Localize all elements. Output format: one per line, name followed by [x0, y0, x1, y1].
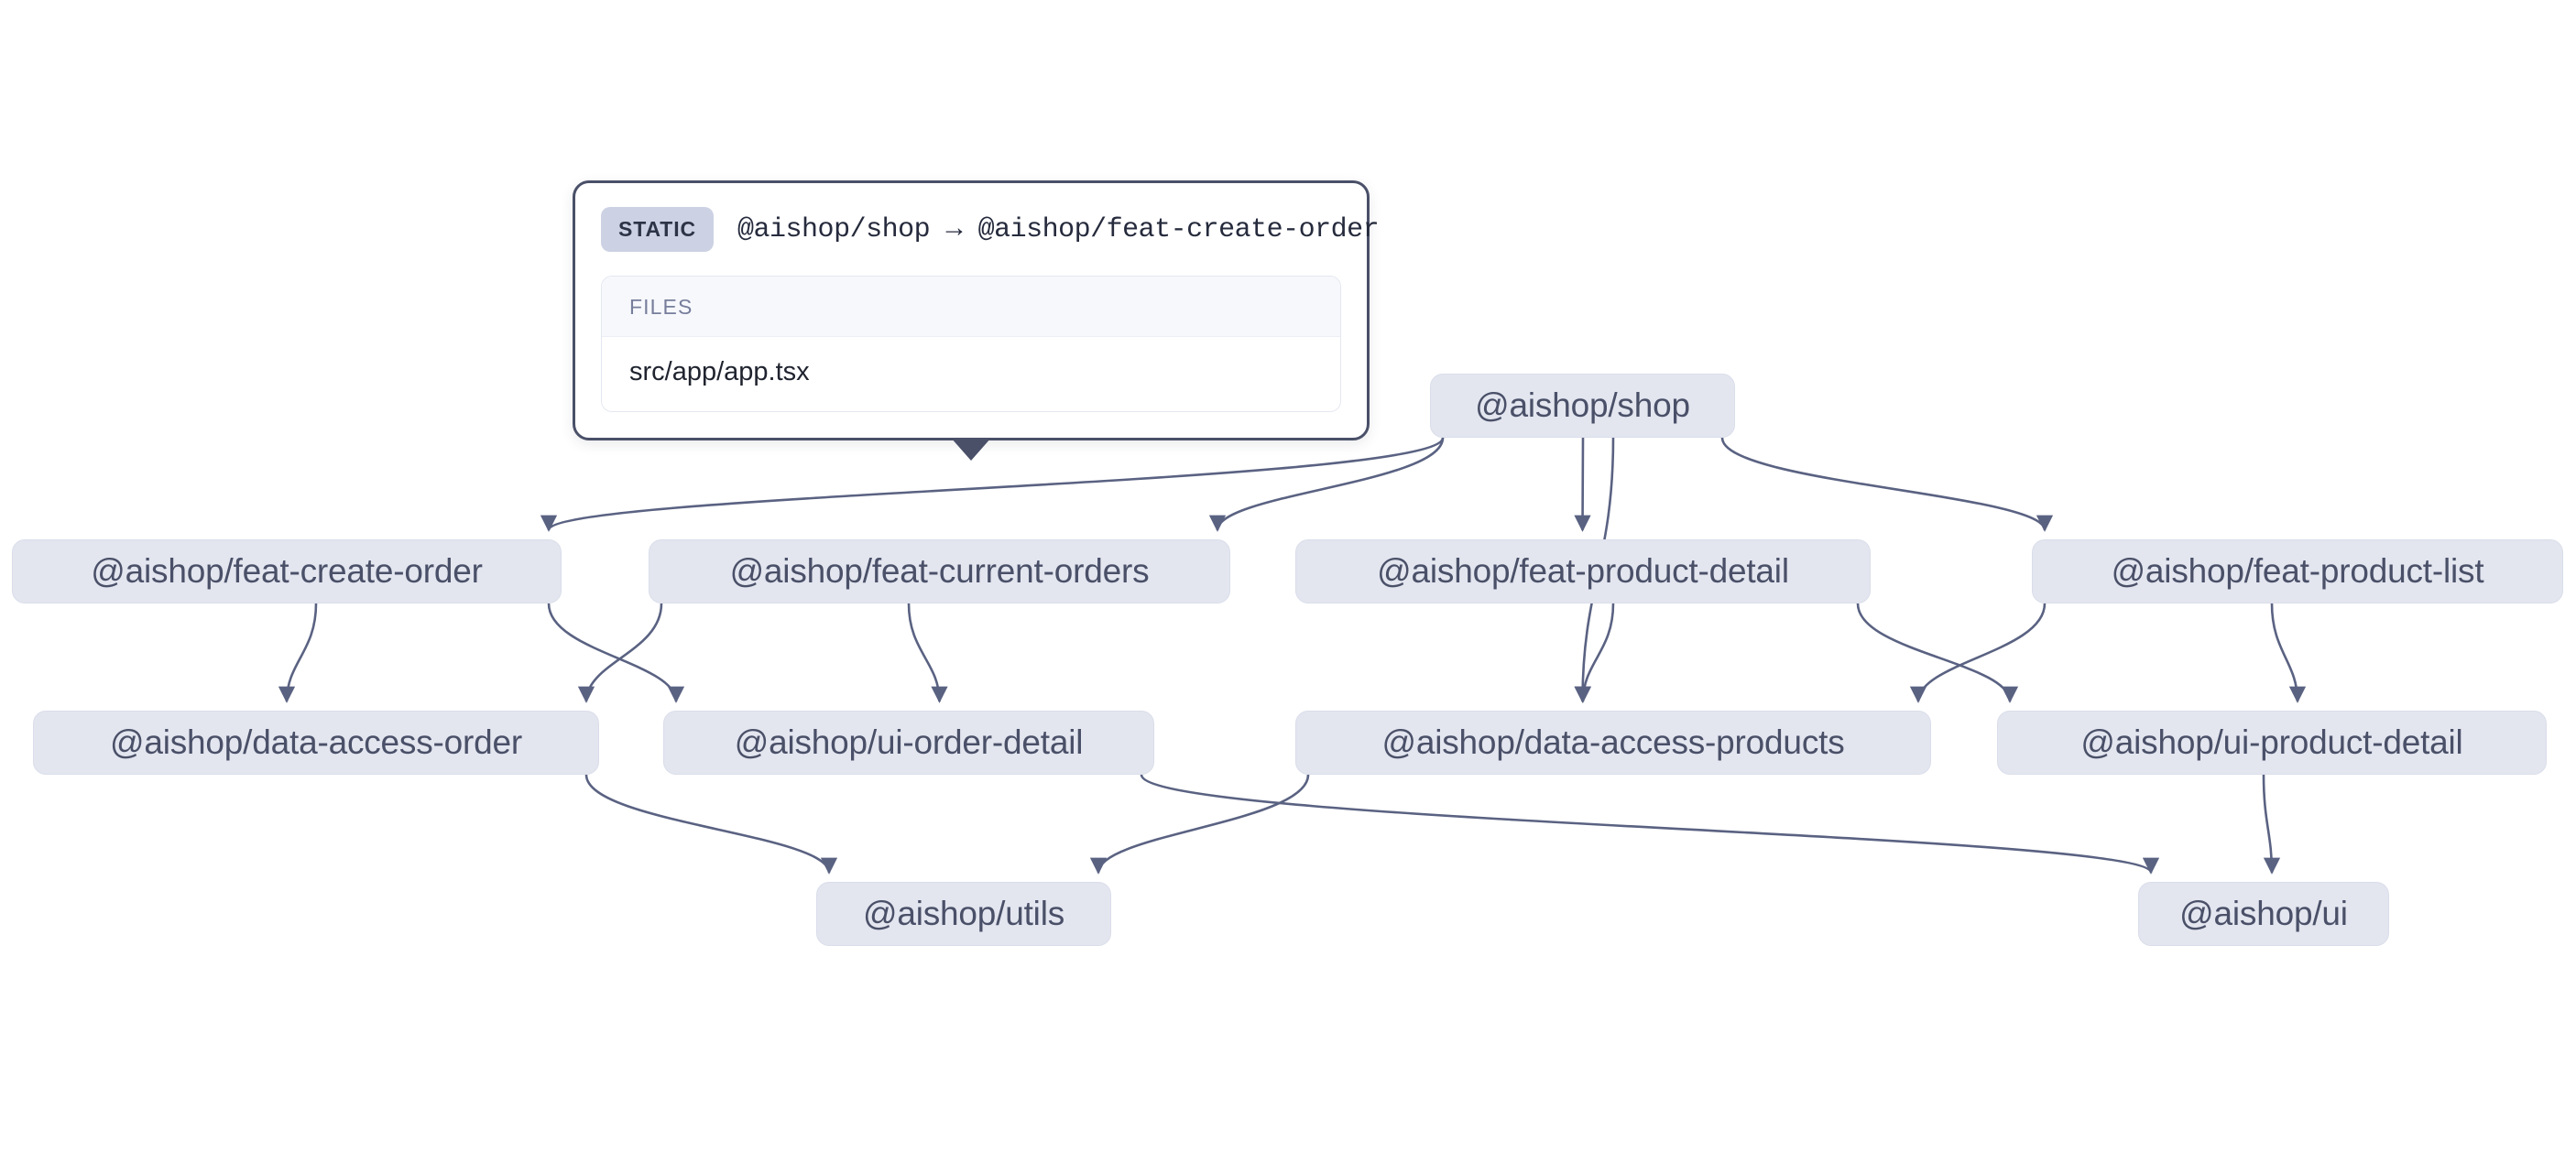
edge-detail-tooltip[interactable]: STATIC @aishop/shop → @aishop/feat-creat…	[573, 180, 1380, 461]
graph-node-label: @aishop/ui-product-detail	[2080, 723, 2463, 761]
graph-edge-feat-product-detail-to-data-access-products[interactable]	[1574, 603, 1615, 703]
graph-edge-data-access-order-to-utils[interactable]	[584, 774, 837, 875]
graph-node-feat-create-order[interactable]: @aishop/feat-create-order	[12, 539, 562, 603]
files-header-label: FILES	[602, 277, 1340, 337]
file-row[interactable]: src/app/app.tsx	[602, 337, 1340, 411]
graph-edge-shop-to-feat-product-list[interactable]	[1720, 437, 2053, 532]
graph-node-label: @aishop/ui	[2179, 895, 2348, 932]
tooltip-title: @aishop/shop → @aishop/feat-create-order	[737, 213, 1380, 245]
graph-node-shop[interactable]: @aishop/shop	[1430, 374, 1735, 438]
graph-edge-feat-product-list-to-data-access-products[interactable]	[1909, 603, 2047, 703]
graph-edge-feat-create-order-to-data-access-order[interactable]	[278, 603, 318, 703]
graph-node-label: @aishop/feat-create-order	[91, 552, 483, 590]
graph-node-label: @aishop/feat-product-list	[2111, 552, 2484, 590]
graph-node-label: @aishop/data-access-products	[1381, 723, 1845, 761]
graph-node-feat-product-list[interactable]: @aishop/feat-product-list	[2032, 539, 2563, 603]
graph-edge-feat-current-orders-to-data-access-order[interactable]	[577, 603, 663, 703]
graph-node-ui[interactable]: @aishop/ui	[2138, 882, 2389, 946]
graph-edge-shop-to-feat-current-orders[interactable]	[1209, 437, 1445, 532]
graph-edge-feat-current-orders-to-ui-order-detail[interactable]	[907, 603, 948, 703]
graph-node-label: @aishop/utils	[862, 895, 1065, 932]
tooltip-header: STATIC @aishop/shop → @aishop/feat-creat…	[601, 207, 1380, 276]
files-list: src/app/app.tsx	[602, 337, 1340, 411]
graph-node-label: @aishop/feat-current-orders	[729, 552, 1150, 590]
files-panel: FILES src/app/app.tsx	[601, 276, 1341, 412]
tooltip-pointer-icon	[951, 438, 991, 461]
graph-node-feat-product-detail[interactable]: @aishop/feat-product-detail	[1295, 539, 1871, 603]
static-badge: STATIC	[601, 207, 715, 252]
graph-node-label: @aishop/data-access-order	[109, 723, 523, 761]
graph-edge-feat-create-order-to-ui-order-detail[interactable]	[547, 603, 685, 703]
graph-edge-feat-product-detail-to-ui-product-detail[interactable]	[1856, 603, 2019, 703]
graph-edge-ui-product-detail-to-ui[interactable]	[2262, 774, 2281, 875]
graph-edge-ui-order-detail-to-ui[interactable]	[1140, 774, 2159, 875]
graph-node-data-access-order[interactable]: @aishop/data-access-order	[33, 711, 599, 775]
graph-edge-shop-to-feat-create-order[interactable]	[540, 437, 1445, 532]
graph-node-label: @aishop/ui-order-detail	[734, 723, 1084, 761]
graph-edge-data-access-products-to-utils[interactable]	[1089, 774, 1310, 875]
graph-node-label: @aishop/shop	[1475, 386, 1690, 424]
graph-edge-shop-to-feat-product-detail[interactable]	[1574, 437, 1591, 532]
graph-node-ui-product-detail[interactable]: @aishop/ui-product-detail	[1997, 711, 2547, 775]
graph-node-feat-current-orders[interactable]: @aishop/feat-current-orders	[649, 539, 1230, 603]
graph-node-utils[interactable]: @aishop/utils	[816, 882, 1111, 946]
graph-edge-feat-product-list-to-ui-product-detail[interactable]	[2270, 603, 2307, 703]
graph-node-data-access-products[interactable]: @aishop/data-access-products	[1295, 711, 1931, 775]
graph-node-ui-order-detail[interactable]: @aishop/ui-order-detail	[663, 711, 1154, 775]
graph-node-label: @aishop/feat-product-detail	[1377, 552, 1789, 590]
